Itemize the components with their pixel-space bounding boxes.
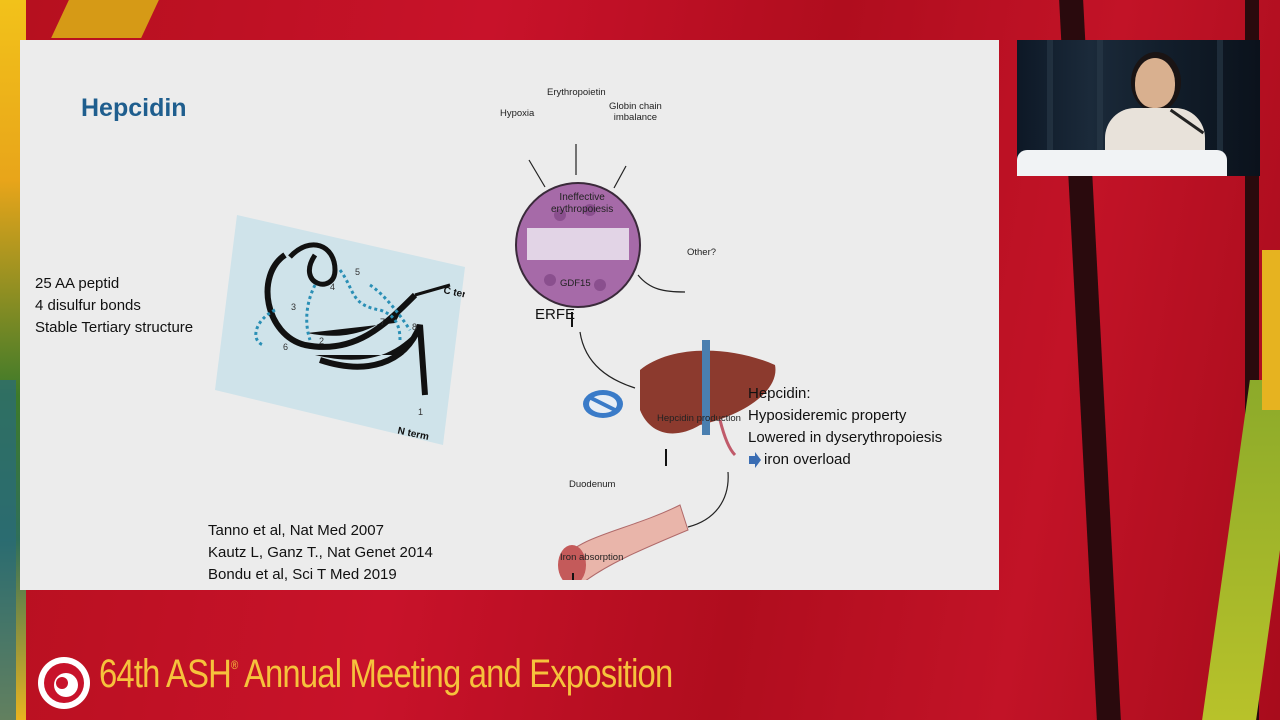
podium — [1017, 150, 1227, 176]
hepcidin-structure-image: 1 2 3 4 5 6 7 8 C term N term — [215, 215, 465, 445]
residue-label: 3 — [291, 302, 296, 312]
reference-item: Tanno et al, Nat Med 2007 — [208, 522, 384, 539]
reference-item: Bondu et al, Sci T Med 2019 — [208, 566, 397, 583]
ineffective-label-line: erythropoiesis — [551, 204, 614, 215]
reference-item: Kautz L, Ganz T., Nat Genet 2014 — [208, 544, 433, 561]
residue-label: 6 — [283, 342, 288, 352]
physiology-diagram — [515, 144, 776, 580]
ineffective-label-line: Ineffective — [559, 192, 605, 203]
decor-curtain — [1047, 40, 1053, 176]
decor-stripe-green — [1202, 380, 1280, 720]
decor-stripe-teal — [0, 380, 16, 720]
residue-label: 1 — [418, 407, 423, 417]
presentation-slide: Hepcidin 25 AA peptid 4 disulfur bonds S… — [20, 40, 999, 590]
peptide-note: Stable Tertiary structure — [35, 319, 194, 336]
iron-absorption-label: Iron absorption — [560, 552, 624, 563]
slide-title: Hepcidin — [81, 94, 187, 122]
decor-curtain — [1097, 40, 1103, 176]
hepcidin-production-label: Hepcidin production — [657, 413, 741, 424]
duodenum-label: Duodenum — [569, 479, 616, 490]
banner-part1: 64th ASH — [99, 652, 232, 696]
erythropoietin-label: Erythropoietin — [547, 87, 606, 98]
decor-stripe-top — [51, 0, 159, 38]
hepcidin-note: Hyposideremic property — [748, 407, 907, 424]
residue-label: 5 — [355, 267, 360, 277]
speaker-head — [1135, 58, 1175, 108]
meeting-banner: 64th ASH® Annual Meeting and Exposition — [99, 652, 673, 697]
residue-label: 8 — [412, 322, 417, 332]
ash-logo-icon — [38, 657, 90, 709]
hypoxia-label: Hypoxia — [500, 108, 535, 119]
globin-label-line: Globin chain — [609, 101, 662, 112]
decor-stripe-yellow-right — [1262, 250, 1280, 410]
references: Tanno et al, Nat Med 2007 Kautz L, Ganz … — [208, 520, 433, 586]
ineffective-erythropoiesis-label: Ineffective erythropoiesis — [551, 192, 613, 216]
hepcidin-note: iron overload — [764, 451, 851, 468]
speaker-body — [1105, 108, 1205, 158]
hepcidin-note: Lowered in dyserythropoiesis — [748, 429, 943, 446]
banner-part2: Annual Meeting and Exposition — [237, 652, 673, 696]
peptide-note: 4 disulfur bonds — [35, 297, 141, 314]
hepcidin-heading: Hepcidin: — [748, 385, 811, 402]
residue-label: 4 — [330, 282, 335, 292]
peptide-notes: 25 AA peptid 4 disulfur bonds Stable Ter… — [35, 273, 193, 339]
registered-mark: ® — [231, 658, 238, 672]
speaker-video — [1017, 40, 1260, 176]
peptide-note: 25 AA peptid — [35, 275, 120, 292]
gdf15-label: GDF15 — [560, 278, 591, 289]
residue-label: 2 — [319, 336, 324, 346]
residue-label: 7 — [380, 317, 385, 327]
decor-curtain — [1217, 40, 1223, 176]
right-arrow-icon — [749, 452, 761, 468]
hepcidin-note-arrow-line: iron overload — [748, 449, 942, 471]
hepcidin-notes: Hepcidin: Hyposideremic property Lowered… — [748, 383, 942, 471]
globin-label-line: imbalance — [613, 112, 658, 123]
globin-label: Globin chain imbalance — [609, 101, 662, 123]
other-label: Other? — [687, 247, 717, 258]
erfe-label: ERFE — [535, 306, 576, 323]
